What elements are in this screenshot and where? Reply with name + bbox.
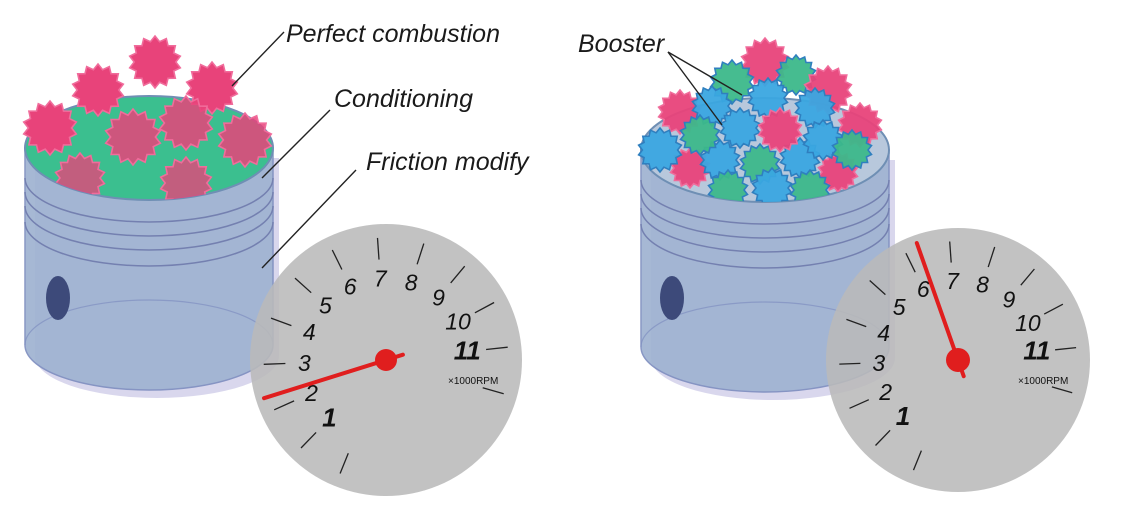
tachometer-tick bbox=[846, 318, 867, 328]
tachometer-tick bbox=[294, 277, 312, 294]
leader-friction-modify bbox=[261, 169, 357, 269]
tachometer-tick-label: 11 bbox=[1023, 336, 1050, 366]
tachometer-tick-label: 5 bbox=[893, 294, 906, 320]
piston-left-ring bbox=[24, 221, 274, 267]
tachometer-tick-label: 11 bbox=[454, 336, 481, 366]
tachometer-tick-label: 4 bbox=[877, 320, 890, 346]
tachometer-tick bbox=[474, 301, 495, 314]
tachometer-tick bbox=[987, 246, 996, 268]
tachometer-tick bbox=[486, 346, 508, 351]
booster-particle bbox=[751, 166, 793, 202]
tachometer-tick-label: 5 bbox=[319, 292, 332, 318]
piston-left-ring bbox=[24, 191, 274, 237]
tachometer-tick-label: 9 bbox=[432, 285, 445, 311]
tachometer-tick bbox=[263, 362, 286, 365]
tachometer-tick-label: 3 bbox=[298, 350, 311, 376]
tachometer-tick bbox=[875, 429, 891, 446]
leader-booster-b bbox=[667, 51, 743, 96]
tachometer-tick bbox=[949, 241, 952, 263]
tachometer-tick-label: 6 bbox=[917, 276, 930, 302]
label-perfect-combustion: Perfect combustion bbox=[286, 20, 500, 48]
tachometer-tick-label: 8 bbox=[405, 269, 418, 295]
callouts: Perfect combustion Conditioning Friction… bbox=[231, 20, 743, 269]
tachometer-tick-label: 1 bbox=[896, 401, 910, 431]
tachometer-tick bbox=[300, 431, 317, 449]
label-booster: Booster bbox=[578, 30, 666, 58]
piston-right-ring bbox=[640, 223, 890, 269]
tachometer-left-hub bbox=[375, 349, 397, 371]
tachometer-tick-label: 7 bbox=[946, 268, 960, 294]
booster-particles-right bbox=[637, 36, 883, 174]
tachometer-tick bbox=[339, 453, 349, 474]
tachometer-left-unit: ×1000RPM bbox=[448, 376, 498, 387]
tachometer-tick-label: 3 bbox=[872, 350, 885, 376]
booster-particle bbox=[831, 128, 873, 172]
tachometer-tick bbox=[849, 399, 870, 409]
tachometer-tick bbox=[416, 243, 425, 265]
label-friction-modify: Friction modify bbox=[366, 148, 530, 176]
combustion-particle bbox=[128, 34, 182, 90]
tachometer-tick bbox=[905, 252, 916, 273]
label-conditioning: Conditioning bbox=[334, 85, 473, 113]
tachometer-tick bbox=[1055, 346, 1077, 351]
combustion-particle bbox=[71, 62, 125, 118]
combustion-particle bbox=[158, 94, 214, 152]
combustion-particles-left bbox=[22, 34, 273, 169]
tachometer-tick bbox=[1043, 303, 1064, 315]
piston-right-pin-hole bbox=[660, 276, 684, 320]
piston-left-ring bbox=[24, 177, 274, 223]
tachometer-tick bbox=[376, 237, 380, 260]
tachometer-tick-label: 7 bbox=[374, 266, 388, 292]
tachometer-tick-label: 8 bbox=[976, 272, 989, 298]
tachometer-tick bbox=[273, 400, 295, 411]
combustion-particle bbox=[217, 111, 273, 169]
tachometer-tick-label: 4 bbox=[303, 319, 316, 345]
tachometer-tick bbox=[839, 362, 861, 365]
booster-particle bbox=[679, 113, 721, 157]
piston-left-ring bbox=[24, 205, 274, 251]
tachometer-tick-label: 1 bbox=[322, 403, 336, 433]
tachometer-tick bbox=[482, 387, 504, 395]
tachometer-tick-label: 2 bbox=[304, 380, 318, 406]
tachometer-left-ticks bbox=[263, 237, 508, 474]
booster-particle bbox=[719, 106, 761, 150]
piston-right-ring bbox=[640, 193, 890, 239]
tachometer-tick bbox=[912, 450, 923, 471]
tachometer-tick bbox=[1020, 268, 1035, 286]
leader-booster-a bbox=[667, 51, 723, 126]
tachometer-tick bbox=[450, 265, 466, 284]
tachometer-tick bbox=[869, 280, 886, 296]
tachometer-tick-label: 10 bbox=[1015, 310, 1041, 336]
piston-right-ring bbox=[640, 207, 890, 253]
tachometer-tick bbox=[1051, 386, 1073, 394]
combustion-particle bbox=[757, 106, 803, 154]
tachometer-tick-label: 2 bbox=[878, 379, 892, 405]
tachometer-tick bbox=[331, 249, 343, 270]
leader-conditioning bbox=[261, 109, 331, 179]
tachometer-right-unit: ×1000RPM bbox=[1018, 376, 1068, 387]
tachometer-right-hub bbox=[946, 348, 970, 372]
leader-perfect-combustion bbox=[231, 31, 285, 87]
tachometer-tick bbox=[270, 317, 292, 327]
combustion-particle bbox=[185, 60, 239, 116]
booster-particle bbox=[637, 126, 683, 174]
tachometer-tick-label: 10 bbox=[445, 309, 471, 335]
tachometer-right-ticks bbox=[839, 241, 1077, 471]
piston-left-pin-hole bbox=[46, 276, 70, 320]
booster-particle bbox=[802, 118, 844, 162]
combustion-particle bbox=[22, 99, 78, 157]
tachometer-tick-label: 6 bbox=[344, 274, 357, 300]
tachometer-tick-label: 9 bbox=[1003, 286, 1016, 312]
combustion-particle bbox=[104, 107, 162, 167]
piston-left bbox=[22, 34, 279, 398]
piston-right-ring bbox=[640, 179, 890, 225]
